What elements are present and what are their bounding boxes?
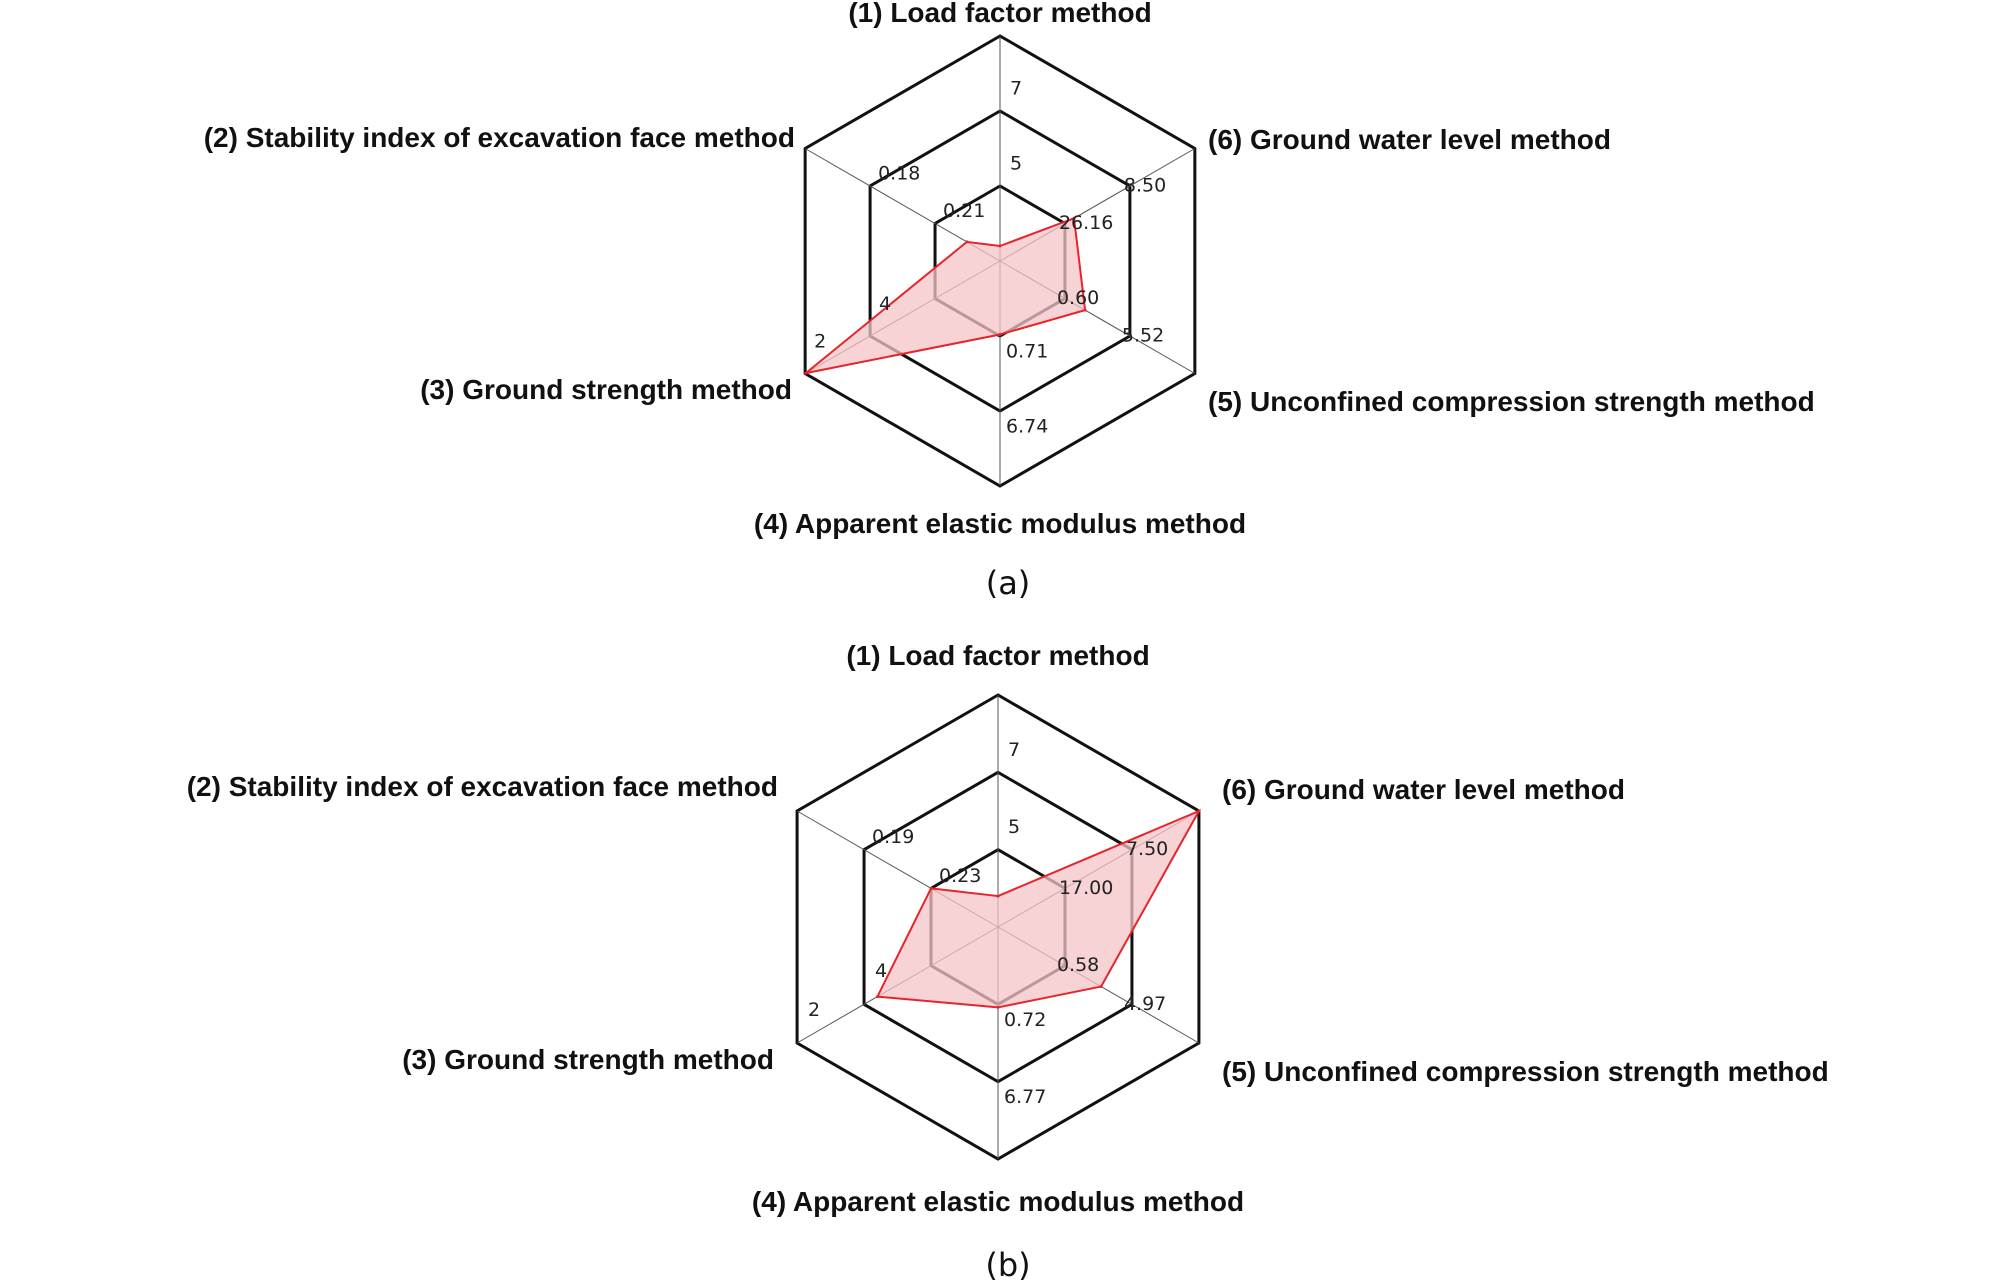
radar-chart-a: 5 7 0.21 0.18 4 2 0.71 6.74 0.60 5.52 26.16 8.50 (1… xyxy=(204,0,1815,602)
axis-title-5: (5) Unconfined compression strength meth… xyxy=(1222,1056,1829,1087)
tick-label-axis-6-ring-2: 7.50 xyxy=(1126,838,1168,860)
tick-label-axis-1-ring-1: 5 xyxy=(1008,816,1020,838)
tick-label-axis-3-ring-1: 4 xyxy=(875,960,887,982)
tick-label-axis-2-ring-2: 0.18 xyxy=(878,163,920,185)
tick-label-axis-1-ring-1: 5 xyxy=(1010,153,1022,175)
radar-series-b xyxy=(875,808,1202,1009)
data-point-axis-6 xyxy=(1197,809,1201,813)
radar-tick-labels-b: 5 7 0.23 0.19 4 2 0.72 6.77 0.58 4.97 17.00 7.50 xyxy=(808,739,1168,1108)
data-point-axis-3 xyxy=(804,371,808,375)
axis-title-4: (4) Apparent elastic modulus method xyxy=(752,1186,1244,1217)
tick-label-axis-4-ring-1: 0.72 xyxy=(1004,1009,1046,1031)
tick-label-axis-4-ring-1: 0.71 xyxy=(1006,341,1048,363)
caption-a: (a) xyxy=(986,564,1031,602)
radar-series-a xyxy=(804,216,1087,375)
tick-label-axis-6-ring-1: 17.00 xyxy=(1059,877,1113,899)
data-point-axis-1 xyxy=(996,894,1000,898)
tick-label-axis-3-ring-2: 2 xyxy=(808,999,820,1021)
data-point-axis-2 xyxy=(929,886,933,890)
tick-label-axis-5-ring-2: 4.97 xyxy=(1124,993,1166,1015)
axis-title-1: (1) Load factor method xyxy=(848,0,1151,28)
radar-chart-b: 5 7 0.23 0.19 4 2 0.72 6.77 0.58 4.97 17.00 7.50 (1… xyxy=(187,640,1829,1283)
axis-title-3: (3) Ground strength method xyxy=(420,374,792,405)
axis-title-2: (2) Stability index of excavation face m… xyxy=(204,122,795,153)
axis-title-2: (2) Stability index of excavation face m… xyxy=(187,771,778,802)
radar-tick-labels-a: 5 7 0.21 0.18 4 2 0.71 6.74 0.60 5.52 26.16 8.50 xyxy=(814,78,1166,438)
data-point-axis-6 xyxy=(1072,216,1076,220)
axis-title-3: (3) Ground strength method xyxy=(402,1044,774,1075)
tick-label-axis-1-ring-2: 7 xyxy=(1010,78,1022,100)
tick-label-axis-2-ring-1: 0.21 xyxy=(943,200,985,222)
data-point-axis-3 xyxy=(875,995,879,999)
caption-b: (b) xyxy=(985,1246,1030,1283)
tick-label-axis-6-ring-1: 26.16 xyxy=(1059,212,1113,234)
data-point-axis-5 xyxy=(1099,985,1103,989)
axis-title-6: (6) Ground water level method xyxy=(1222,774,1625,805)
tick-label-axis-3-ring-1: 4 xyxy=(879,293,891,315)
tick-label-axis-2-ring-2: 0.19 xyxy=(872,826,914,848)
tick-label-axis-5-ring-1: 0.60 xyxy=(1057,287,1099,309)
data-point-axis-1 xyxy=(998,244,1002,248)
axis-title-5: (5) Unconfined compression strength meth… xyxy=(1208,386,1815,417)
tick-label-axis-2-ring-1: 0.23 xyxy=(939,865,981,887)
tick-label-axis-1-ring-2: 7 xyxy=(1008,739,1020,761)
data-point-axis-5 xyxy=(1083,308,1087,312)
tick-label-axis-6-ring-2: 8.50 xyxy=(1124,175,1166,197)
data-point-axis-2 xyxy=(965,240,969,244)
tick-label-axis-4-ring-2: 6.74 xyxy=(1006,416,1048,438)
data-point-axis-4 xyxy=(998,333,1002,336)
tick-label-axis-5-ring-1: 0.58 xyxy=(1057,954,1099,976)
data-point-axis-4 xyxy=(996,1005,1000,1009)
axis-title-6: (6) Ground water level method xyxy=(1208,124,1611,155)
radar-axis-titles-b: (1) Load factor method (2) Stability ind… xyxy=(187,640,1829,1217)
tick-label-axis-5-ring-2: 5.52 xyxy=(1122,325,1164,347)
axis-title-4: (4) Apparent elastic modulus method xyxy=(754,508,1246,539)
axis-title-1: (1) Load factor method xyxy=(846,640,1149,671)
radar-axis-titles-a: (1) Load factor method (2) Stability ind… xyxy=(204,0,1815,539)
tick-label-axis-4-ring-2: 6.77 xyxy=(1004,1086,1046,1108)
tick-label-axis-3-ring-2: 2 xyxy=(814,331,826,353)
